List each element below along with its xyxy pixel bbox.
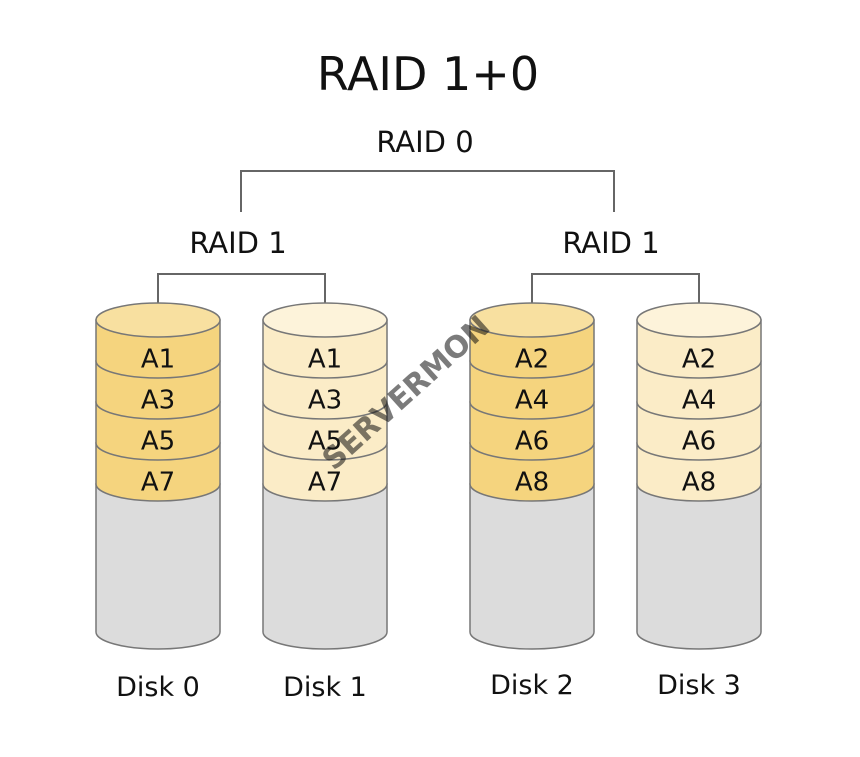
disk-top-cap — [95, 302, 221, 338]
block-label: A2 — [515, 345, 549, 375]
block-label: A1 — [308, 345, 342, 375]
disk-empty-space — [469, 483, 595, 650]
disk-top-cap — [636, 302, 762, 338]
disk-empty-space — [262, 483, 388, 650]
disk-label: Disk 1 — [283, 672, 367, 703]
block-label: A7 — [141, 468, 175, 498]
block-label: A6 — [515, 427, 549, 457]
block-label: A8 — [682, 468, 716, 498]
raid1-left-label: RAID 1 — [189, 226, 286, 260]
raid0-connector — [240, 170, 615, 212]
block-label: A8 — [515, 468, 549, 498]
block-label: A3 — [308, 386, 342, 416]
block-label: A5 — [308, 427, 342, 457]
disk-empty-space — [95, 483, 221, 650]
raid1-left-connector — [157, 273, 326, 315]
block-label: A4 — [682, 386, 716, 416]
raid1-right-connector — [531, 273, 700, 315]
raid1-right-label: RAID 1 — [562, 226, 659, 260]
block-label: A1 — [141, 345, 175, 375]
disk-label: Disk 0 — [116, 672, 200, 703]
block-label: A2 — [682, 345, 716, 375]
block-label: A5 — [141, 427, 175, 457]
disk-label: Disk 2 — [490, 670, 574, 701]
disk-top-cap — [469, 302, 595, 338]
disk-top-cap — [262, 302, 388, 338]
block-label: A4 — [515, 386, 549, 416]
block-label: A6 — [682, 427, 716, 457]
diagram-title: RAID 1+0 — [317, 47, 539, 101]
raid0-label: RAID 0 — [376, 125, 473, 159]
disk-empty-space — [636, 483, 762, 650]
disk-label: Disk 3 — [657, 670, 741, 701]
block-label: A3 — [141, 386, 175, 416]
block-label: A7 — [308, 468, 342, 498]
